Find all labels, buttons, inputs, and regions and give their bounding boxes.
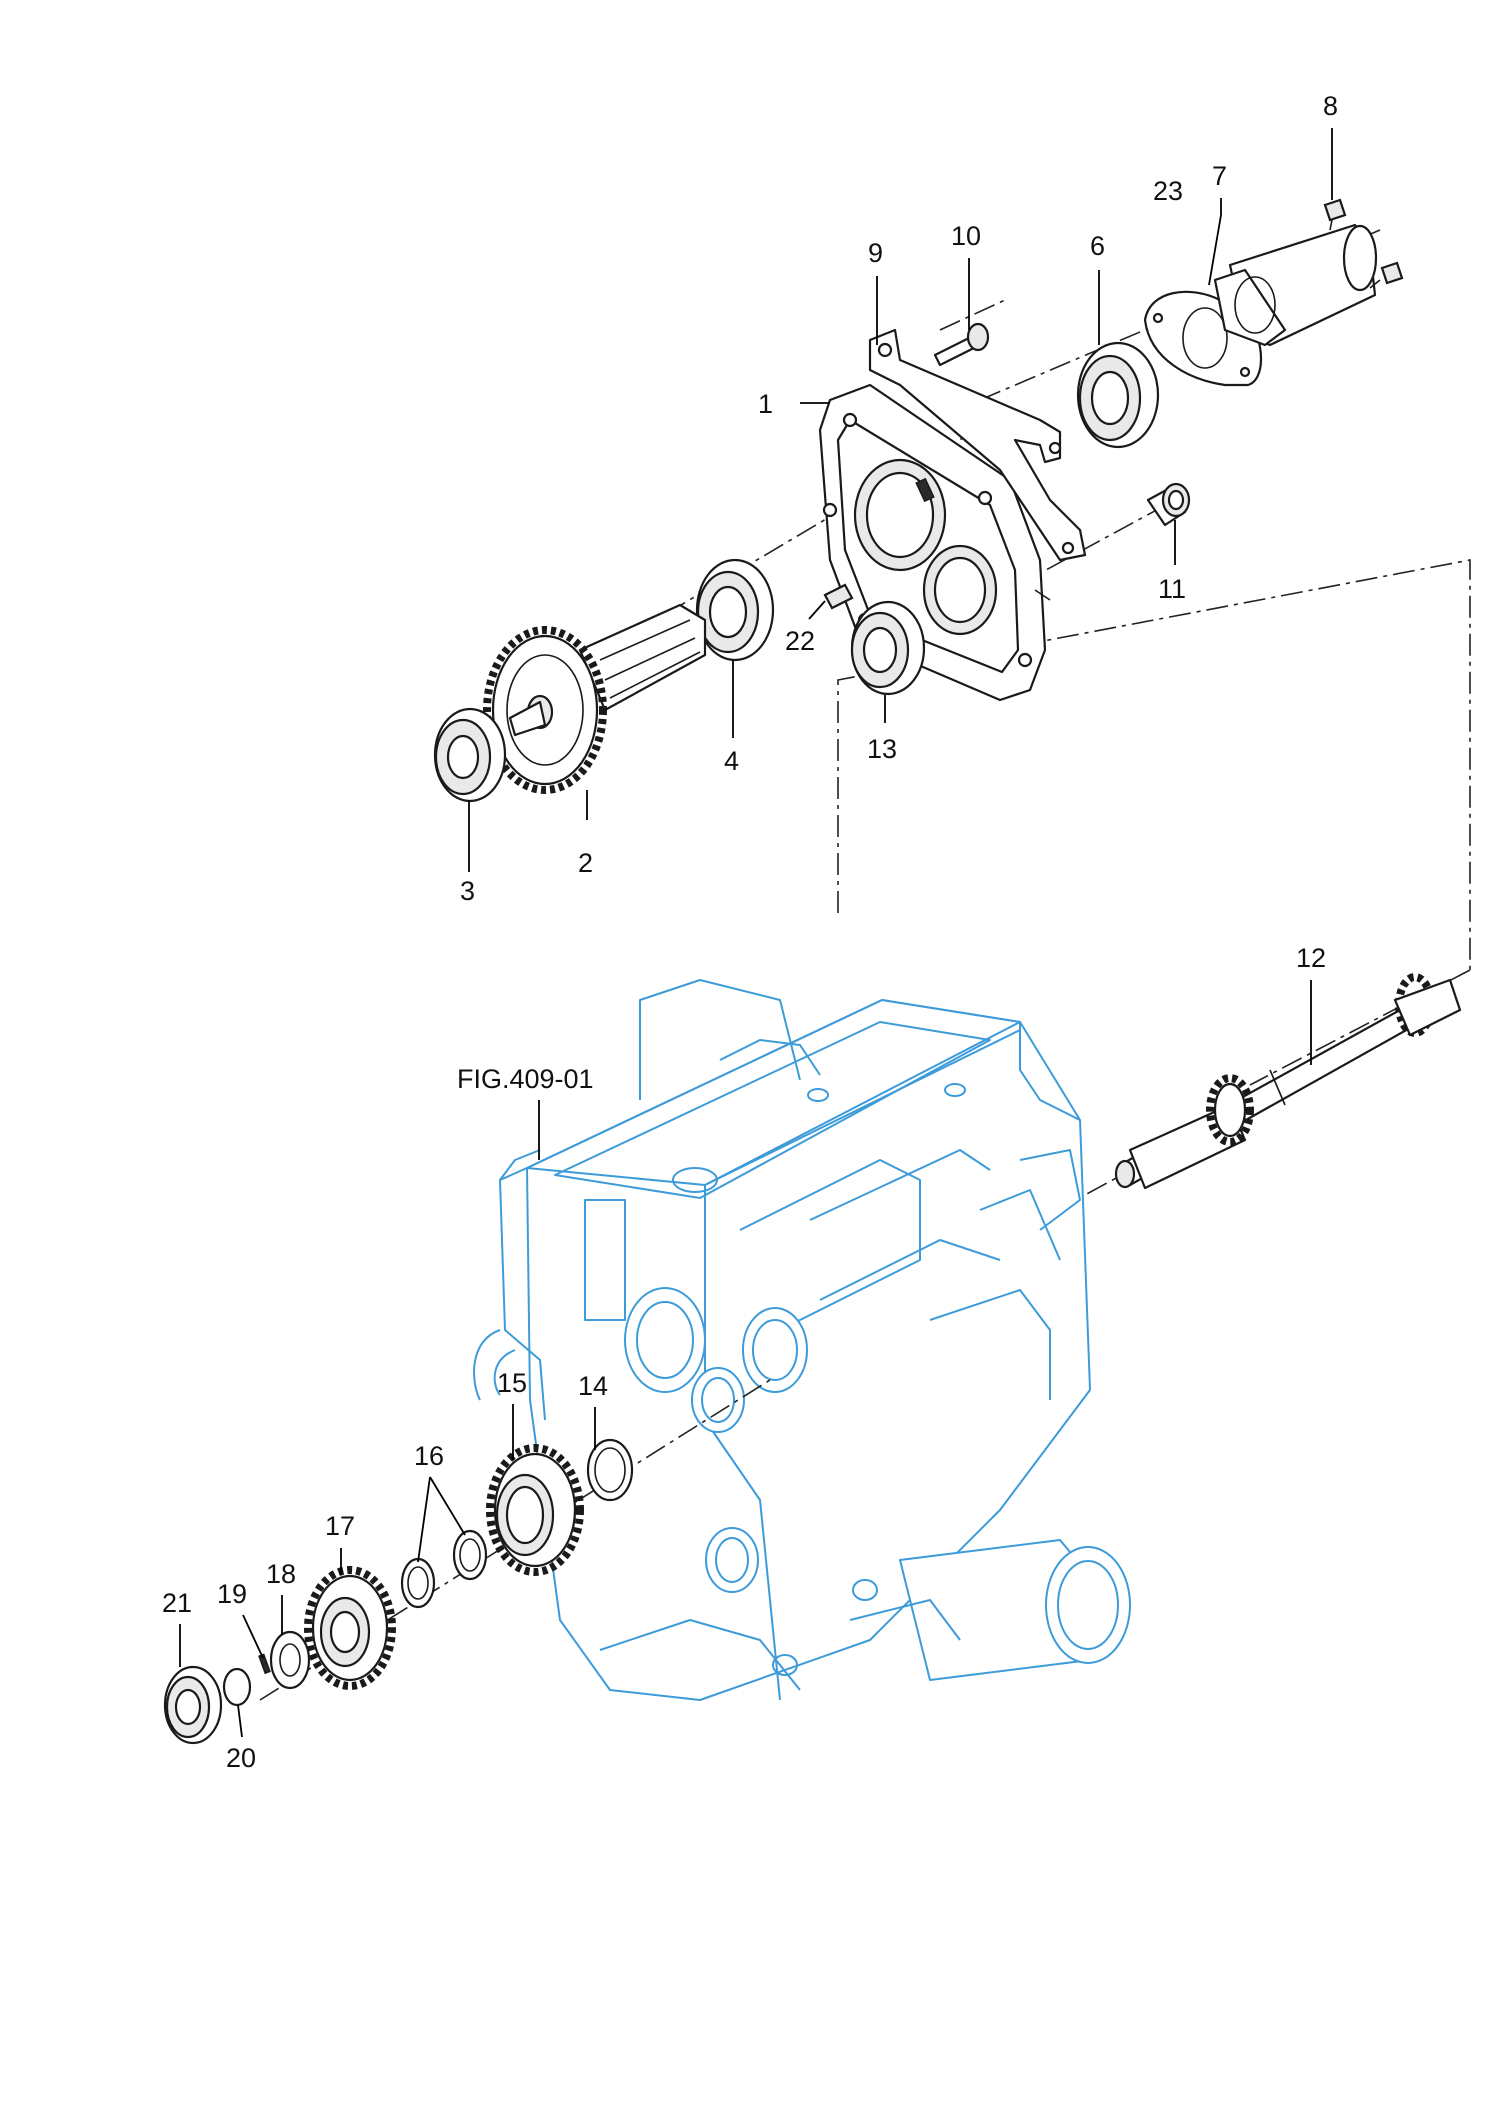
callout-3: 3 xyxy=(460,876,475,906)
callout-2: 2 xyxy=(578,848,593,878)
callout-8: 8 xyxy=(1323,91,1338,121)
part-9-bracket xyxy=(868,328,1087,562)
callout-22: 22 xyxy=(785,626,815,656)
callout-11: 11 xyxy=(1158,574,1186,604)
part-11-bushing xyxy=(1146,482,1191,527)
part-20-snap-ring xyxy=(222,1667,252,1707)
part-14-snap-ring xyxy=(586,1438,634,1502)
callout-18: 18 xyxy=(266,1559,296,1589)
part-4-ball-bearing xyxy=(695,558,775,662)
callout-1: 1 xyxy=(758,389,773,419)
callout-4: 4 xyxy=(724,746,739,776)
callout-10: 10 xyxy=(951,221,981,251)
callout-6: 6 xyxy=(1090,231,1105,261)
part-22-pin xyxy=(823,583,854,610)
callout-12: 12 xyxy=(1296,943,1326,973)
part-15-gear xyxy=(486,1444,584,1576)
part-7-cylinder-housing xyxy=(1213,223,1378,347)
part-16-needle-bearings xyxy=(400,1529,488,1609)
part-6-oil-seal xyxy=(1076,341,1160,449)
part-17-gear xyxy=(304,1566,396,1690)
callout-19: 19 xyxy=(217,1579,247,1609)
part-8-screws xyxy=(1323,198,1404,289)
part-3-ball-bearing xyxy=(433,707,507,803)
callout-13: 13 xyxy=(867,734,897,764)
callout-17: 17 xyxy=(325,1511,355,1541)
callout-leader-lines xyxy=(179,128,1333,1738)
part-12-drive-shaft xyxy=(1114,973,1462,1190)
callout-21: 21 xyxy=(162,1588,192,1618)
callout-14: 14 xyxy=(578,1371,608,1401)
part-21-ball-bearing xyxy=(163,1665,223,1745)
callout-labels: 1 2 3 4 6 7 8 9 10 11 12 13 14 15 16 17 … xyxy=(162,91,1338,1773)
callout-23: 23 xyxy=(1153,176,1183,206)
callout-20: 20 xyxy=(226,1743,256,1773)
transmission-housing-reference xyxy=(473,979,1131,1701)
figure-reference-label: FIG.409-01 xyxy=(457,1064,594,1094)
callout-7: 7 xyxy=(1212,161,1227,191)
callout-16: 16 xyxy=(414,1441,444,1471)
part-2-gear-shaft xyxy=(483,603,707,794)
callout-15: 15 xyxy=(497,1368,527,1398)
part-10-bolt xyxy=(933,322,990,367)
part-13-ball-bearing xyxy=(850,600,926,696)
part-19-pin xyxy=(258,1653,271,1675)
callout-9: 9 xyxy=(868,238,883,268)
part-18-thrust-washer xyxy=(269,1630,311,1690)
